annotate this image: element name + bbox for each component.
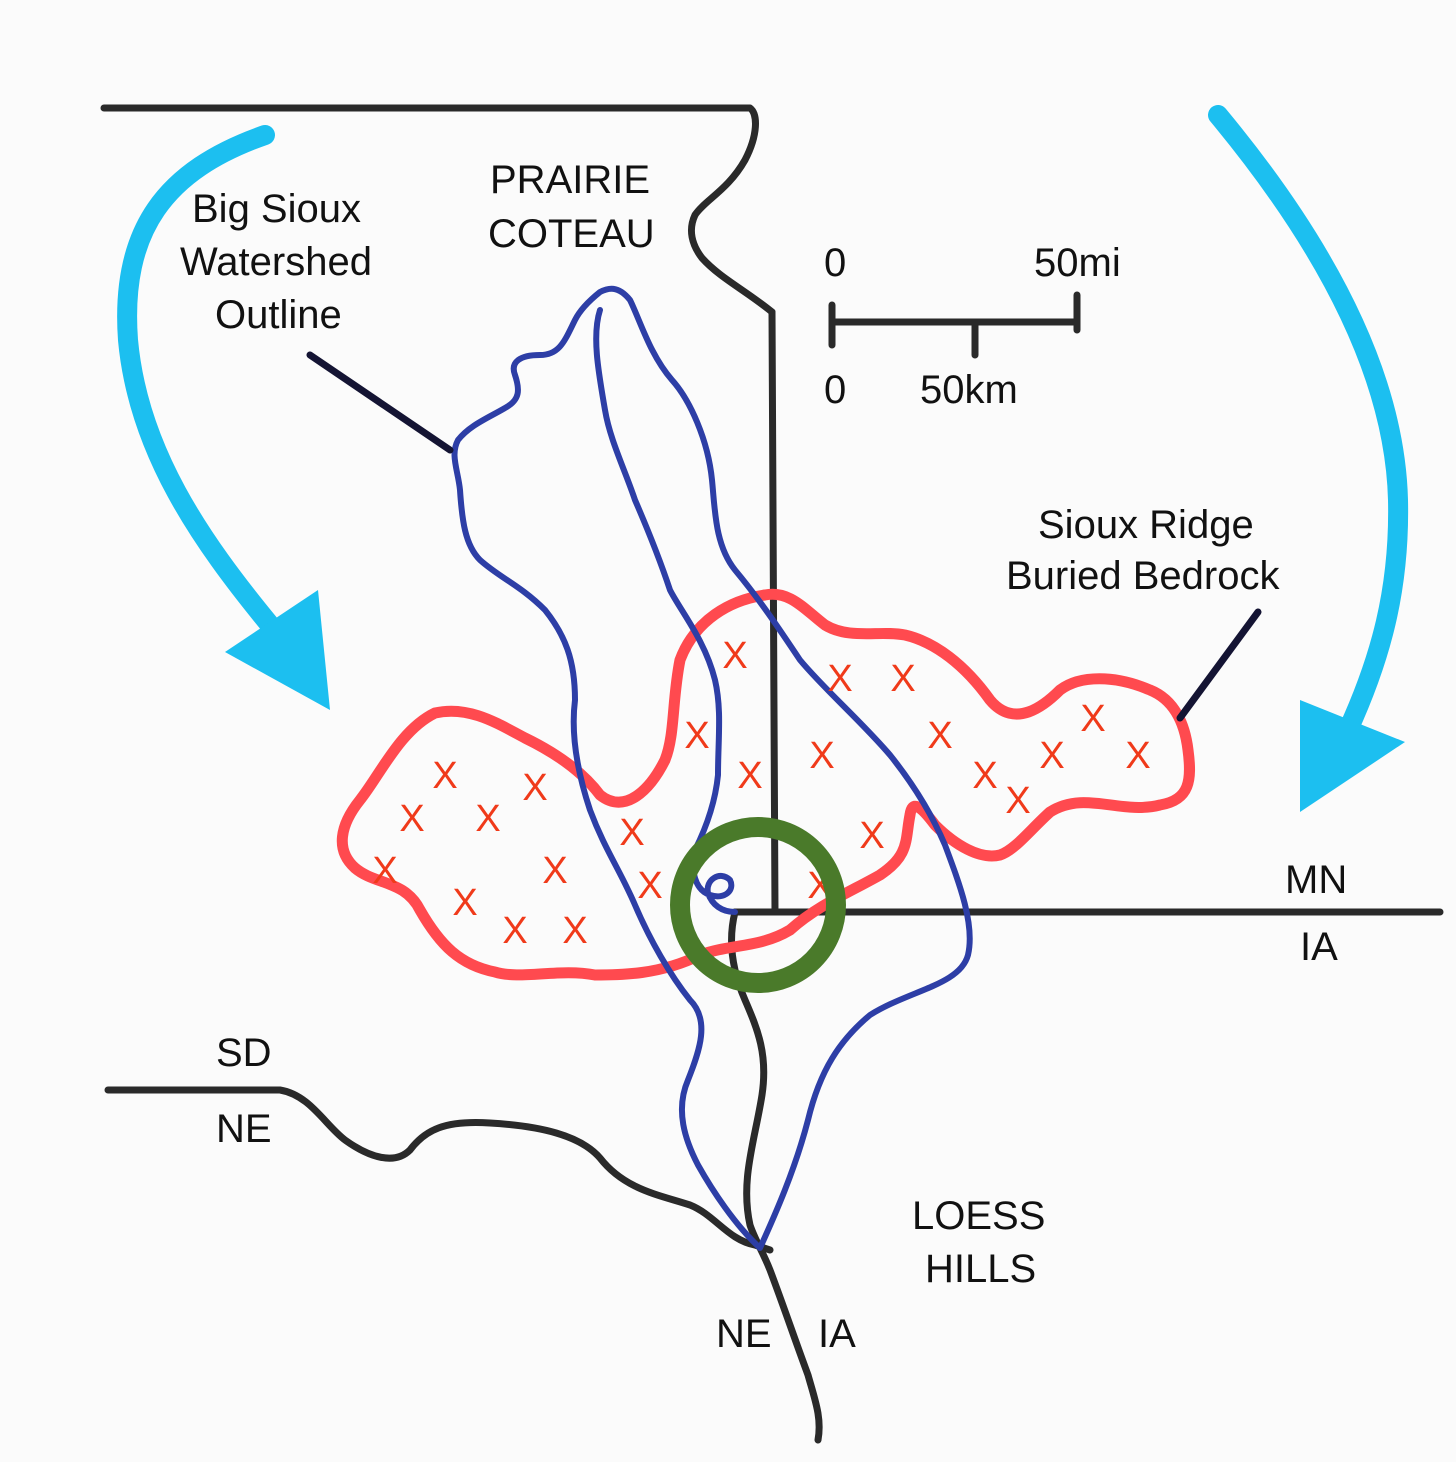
- curved-arrow-icon-left: [117, 125, 280, 635]
- label-ridge-1: Sioux Ridge: [1038, 503, 1254, 547]
- big-sioux-river: [728, 908, 823, 1444]
- ridge-mark: X: [927, 715, 952, 757]
- ridge-mark: X: [432, 755, 457, 797]
- curved-arrow-icon-right: [1208, 105, 1409, 740]
- label-mn: MN: [1285, 858, 1347, 902]
- label-ia-east: IA: [1300, 925, 1338, 969]
- label-watershed-1: Big Sioux: [192, 187, 361, 231]
- ridge-mark: X: [972, 755, 997, 797]
- ridge-mark: X: [399, 798, 424, 840]
- ridge-mark: X: [637, 865, 662, 907]
- ridge-mark: X: [452, 882, 477, 924]
- ridge-leader: [1176, 608, 1262, 722]
- ridge-mark: X: [475, 798, 500, 840]
- scale-km-zero: 0: [824, 368, 846, 412]
- label-loess-2: HILLS: [925, 1247, 1036, 1291]
- label-ne-south: NE: [716, 1312, 772, 1356]
- arrow-head-right: [1300, 700, 1405, 812]
- label-watershed-3: Outline: [215, 293, 342, 337]
- sioux-ridge-outline: [336, 588, 1196, 981]
- label-loess-1: LOESS: [912, 1194, 1045, 1238]
- ring-icon: [670, 817, 846, 993]
- ridge-mark: X: [502, 910, 527, 952]
- ridge-mark: X: [684, 715, 709, 757]
- watershed-leader: [306, 351, 454, 454]
- scale-km-end: 50km: [920, 368, 1018, 412]
- ridge-mark: X: [722, 635, 747, 677]
- ridge-mark: X: [809, 735, 834, 777]
- watershed-inner: [593, 307, 738, 915]
- label-watershed-2: Watershed: [180, 240, 372, 284]
- sd-mn-border: [768, 308, 779, 916]
- ridge-mark: X: [890, 658, 915, 700]
- ridge-mark: X: [1039, 735, 1064, 777]
- watershed-outer: [451, 285, 973, 1251]
- ridge-mark: X: [1080, 698, 1105, 740]
- arrow-head-left: [225, 590, 330, 710]
- leader-lines: [306, 351, 1262, 722]
- ridge-mark: X: [562, 910, 587, 952]
- scale-bar: [828, 291, 1081, 359]
- ridge-mark: X: [542, 850, 567, 892]
- nd-border: [100, 104, 776, 316]
- ridge-mark: X: [827, 658, 852, 700]
- ridge-mark: X: [522, 767, 547, 809]
- ridge-mark: X: [619, 812, 644, 854]
- flow-arrows: [117, 105, 1409, 812]
- label-sd: SD: [216, 1031, 272, 1075]
- ridge-mark: X: [737, 755, 762, 797]
- ridge-mark: X: [1125, 735, 1150, 777]
- scale-mi-end: 50mi: [1034, 241, 1121, 285]
- state-borders: [100, 104, 1444, 1444]
- ridge-mark: X: [372, 850, 397, 892]
- label-ne-north: NE: [216, 1107, 272, 1151]
- scale-mi-zero: 0: [824, 241, 846, 285]
- label-prairie-coteau-2: COTEAU: [488, 212, 655, 256]
- label-ia-south: IA: [818, 1312, 856, 1356]
- ridge-mark: X: [1005, 780, 1030, 822]
- label-ridge-2: Buried Bedrock: [1006, 554, 1280, 598]
- watershed-outline: [451, 285, 973, 1251]
- label-prairie-coteau-1: PRAIRIE: [490, 158, 650, 202]
- sd-ne-border: [104, 1086, 774, 1254]
- ridge-mark: X: [859, 815, 884, 857]
